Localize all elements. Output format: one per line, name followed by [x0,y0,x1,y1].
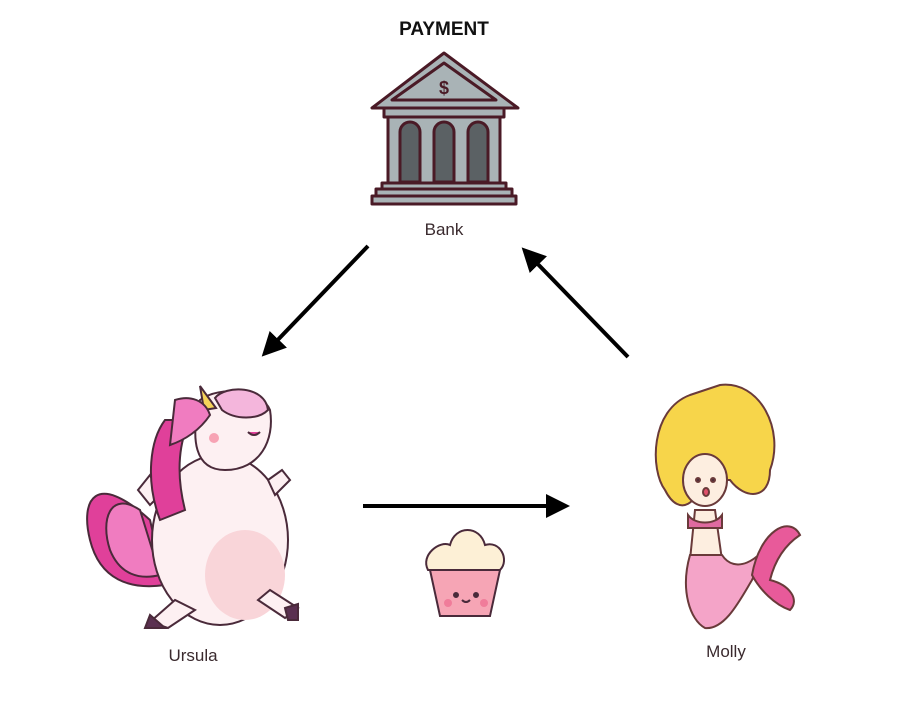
arrow-bank-to-ursula [261,244,370,357]
bank-label: Bank [424,220,464,239]
cupcake-icon [425,529,505,617]
arrow-molly-to-bank [521,247,630,359]
unicorn-icon [86,385,300,630]
ursula-label: Ursula [168,646,218,665]
molly-label: Molly [706,642,746,661]
mermaid-icon [654,383,802,630]
bank-icon: $ [370,51,520,206]
svg-text:$: $ [439,78,449,98]
diagram-title: PAYMENT [399,19,489,40]
